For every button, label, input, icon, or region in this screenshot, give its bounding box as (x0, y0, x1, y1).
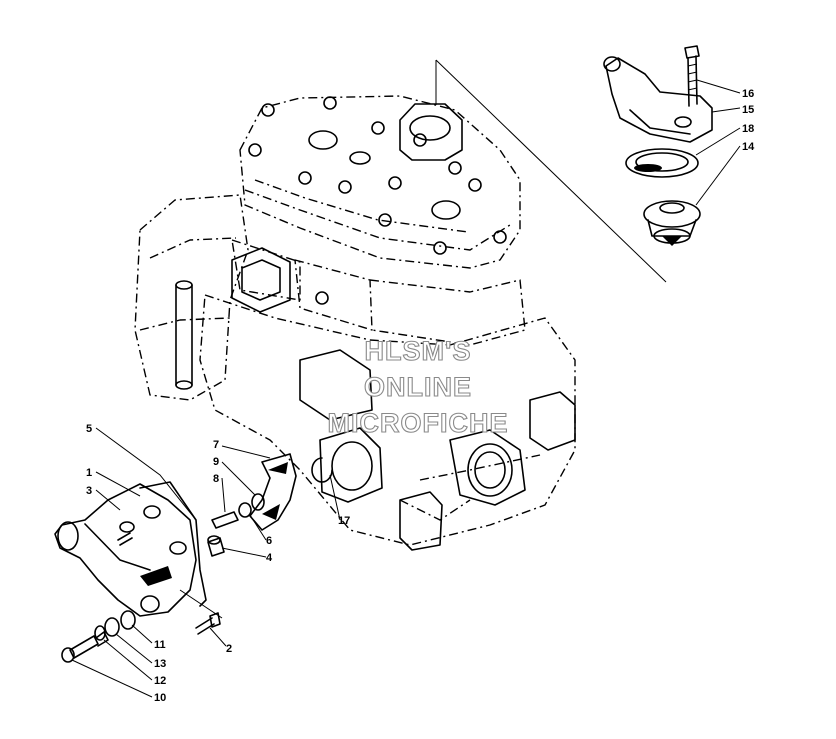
callout-11: 11 (154, 639, 166, 651)
callout-17: 17 (338, 515, 350, 527)
part-nut-6 (238, 502, 252, 518)
part-impeller-7 (249, 453, 297, 531)
callout-labels: 5 1 3 7 9 8 6 4 17 2 11 13 12 10 16 15 1… (86, 88, 755, 704)
callout-7: 7 (213, 439, 219, 451)
part-gasket-5 (139, 481, 207, 607)
part-sleeve-4 (207, 535, 225, 557)
part-washer-12 (104, 617, 120, 637)
callout-18: 18 (742, 123, 754, 135)
group-bracket-line (435, 59, 667, 283)
watermark: HLSM'S ONLINE MICROFICHE (327, 335, 509, 438)
part-seal-18 (625, 148, 699, 178)
callout-10: 10 (154, 692, 166, 704)
callout-2: 2 (226, 643, 232, 655)
callout-4: 4 (266, 552, 273, 564)
callout-1: 1 (86, 467, 92, 479)
part-fitting-10 (61, 631, 109, 663)
callout-14: 14 (742, 141, 755, 153)
part-screw-2 (179, 589, 223, 635)
callout-15: 15 (742, 104, 754, 116)
part-screw-3 (117, 532, 133, 546)
callout-13: 13 (154, 658, 166, 670)
engine-phantom-outline (134, 95, 576, 551)
callout-5: 5 (86, 423, 92, 435)
part-bolt-8 (211, 511, 239, 529)
part-washer-9 (251, 493, 265, 511)
callout-16: 16 (742, 88, 754, 100)
part-pump-housing-1 (54, 483, 197, 617)
watermark-line-3: MICROFICHE (328, 408, 509, 438)
callout-12: 12 (154, 675, 166, 687)
part-oring-11 (120, 610, 136, 630)
leader-lines (71, 79, 741, 698)
part-oring-13 (94, 625, 106, 641)
thermostat-group (435, 45, 713, 283)
part-bolt-16 (684, 45, 700, 107)
callout-8: 8 (213, 473, 219, 485)
callout-6: 6 (266, 535, 272, 547)
water-pump-group (54, 453, 333, 663)
watermark-line-1: HLSM'S (365, 336, 472, 366)
watermark-line-2: ONLINE (364, 372, 472, 402)
part-thermostat-housing-15 (603, 56, 713, 143)
part-thermostat-14 (643, 200, 701, 246)
callout-9: 9 (213, 456, 219, 468)
callout-3: 3 (86, 485, 92, 497)
